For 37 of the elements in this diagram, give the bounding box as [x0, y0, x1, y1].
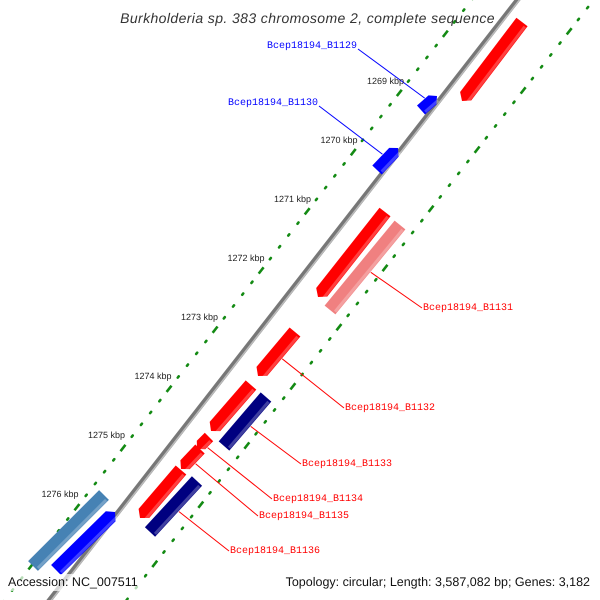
scale-label: 1275 kbp: [88, 431, 125, 440]
gene-label: Bcep18194_B1135: [259, 512, 350, 522]
gene-feature: [256, 328, 300, 379]
title: Burkholderia sp. 383 chromosome 2, complete sequence: [120, 11, 495, 25]
gene-label: Bcep18194_B1132: [345, 404, 436, 414]
gene-feature: [372, 148, 401, 174]
leader-line: [370, 272, 422, 308]
gene-segment: [144, 476, 202, 537]
scale-label: 1273 kbp: [180, 313, 218, 322]
leader-line: [318, 106, 383, 155]
gene-feature: [51, 511, 118, 575]
leader-line: [250, 426, 302, 464]
gene-label: Bcep18194_B1130: [228, 99, 318, 109]
scale-label: 1274 kbp: [134, 372, 172, 381]
leader-line: [195, 463, 258, 516]
scale-label: 1270 kbp: [320, 136, 358, 145]
gene-label: Bcep18194_B1129: [266, 42, 357, 52]
gene-segment: [218, 392, 272, 451]
leader-line: [358, 48, 426, 99]
leader-line: [207, 447, 272, 500]
scale-label: 1276 kbp: [41, 490, 78, 499]
gene-feature: [138, 466, 186, 521]
leader-line: [178, 511, 230, 552]
gene-label: Bcep18194_B1133: [302, 460, 392, 470]
gene-label: Bcep18194_B1136: [230, 547, 320, 557]
gene-feature: [196, 432, 214, 452]
leader-line: [282, 358, 344, 408]
gene-feature: [210, 380, 256, 434]
scale-label: 1272 kbp: [227, 254, 264, 263]
gene-feature: [417, 95, 440, 114]
gene-feature: [180, 444, 205, 472]
gene-segment: [324, 220, 406, 314]
gene-feature: [316, 208, 390, 300]
gene-segment: [28, 490, 109, 571]
gene-label: Bcep18194_B1134: [273, 495, 364, 505]
scale-label: 1271 kbp: [274, 195, 311, 204]
gene-label: Bcep18194_B1131: [423, 304, 514, 314]
